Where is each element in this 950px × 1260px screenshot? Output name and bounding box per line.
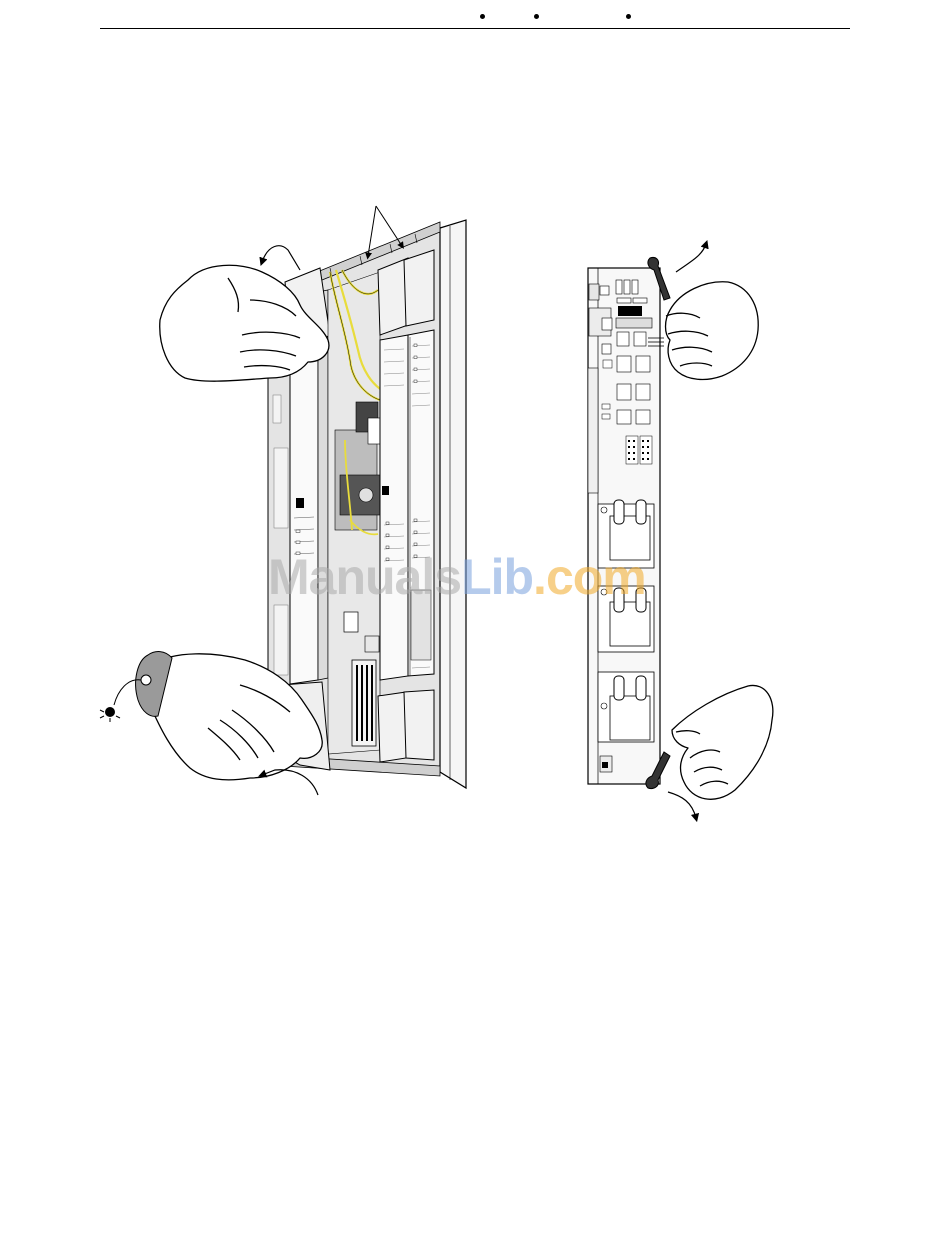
pull-arrow-upper [262,246,300,270]
watermark-part: Lib [461,549,533,605]
circuit-board-illustration [588,257,670,788]
watermark: ManualsLib.com [268,548,646,606]
lift-arrow-lower [668,792,696,818]
hand-lower-right [672,685,773,799]
hand-upper-right [666,282,759,380]
watermark-part: .com [533,549,646,605]
lift-arrow-upper [676,244,706,272]
watermark-part: Manuals [268,549,461,605]
